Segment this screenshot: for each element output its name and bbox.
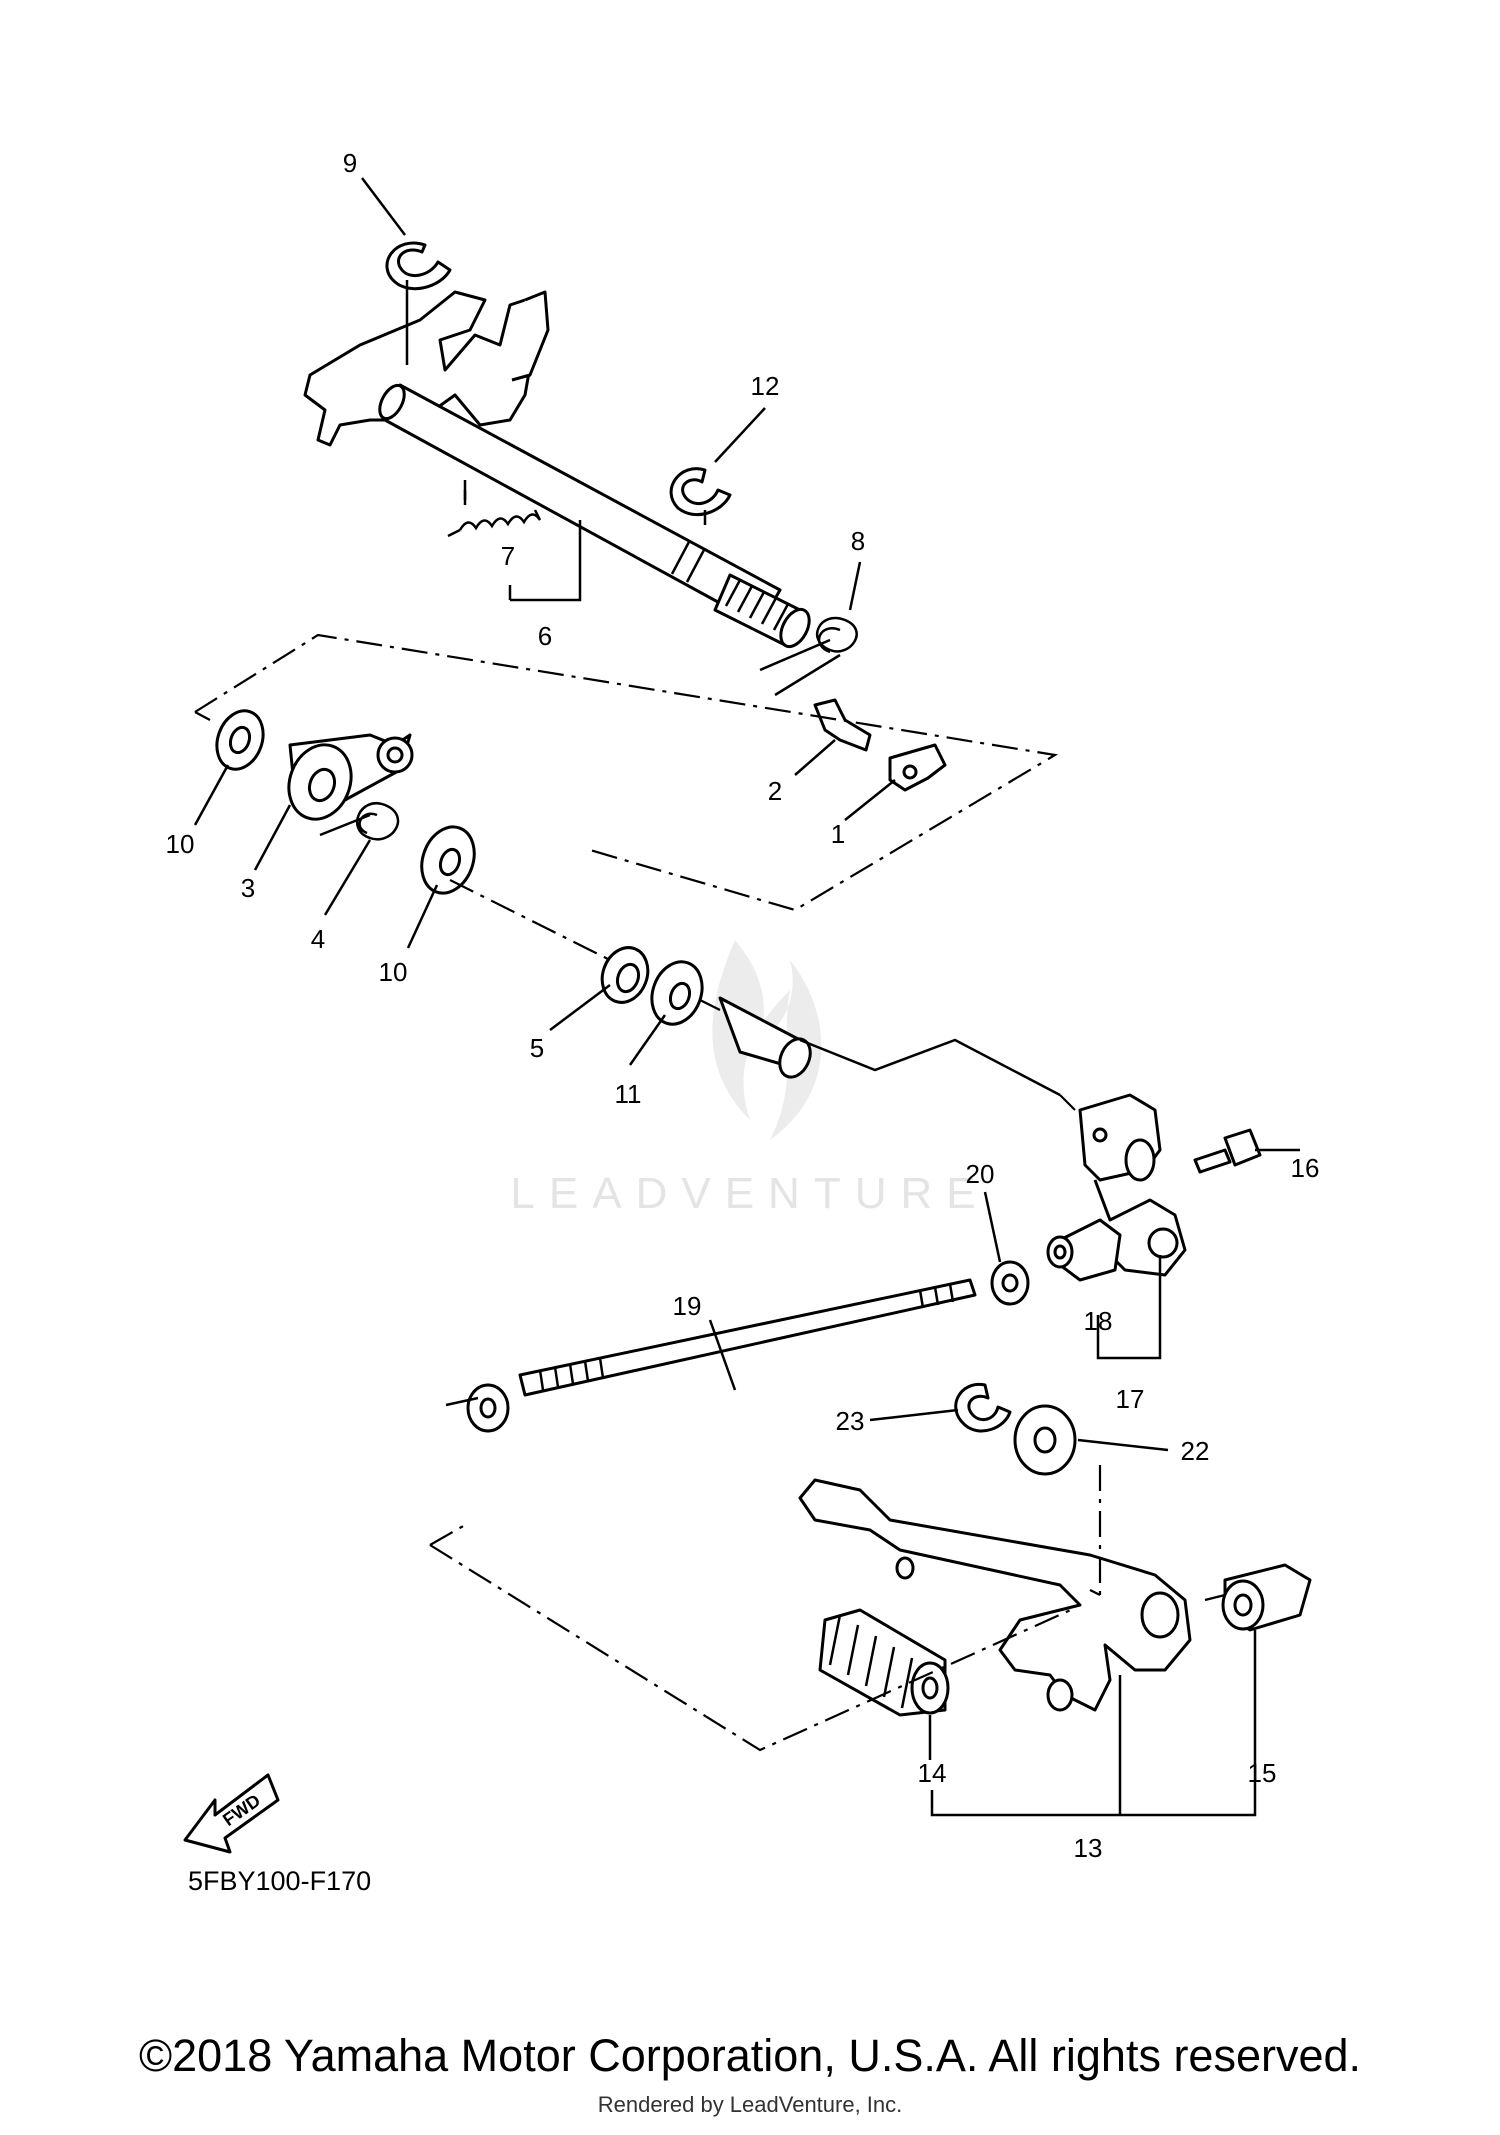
callout-3: 3 (241, 873, 255, 903)
callout-16: 16 (1291, 1153, 1320, 1183)
diagram-code: 5FBY100-F170 (188, 1866, 371, 1896)
shift-rod-assembly (466, 1278, 1077, 1476)
shift-shaft-assembly (303, 241, 947, 792)
shift-arm-assembly (799, 1038, 1262, 1306)
copyright-notice: ©2018 Yamaha Motor Corporation, U.S.A. A… (138, 2030, 1362, 2081)
shift-rod-19 (518, 1278, 977, 1397)
callout-labels: 9 12 8 7 6 2 1 10 3 4 10 5 11 16 20 18 1… (166, 148, 1320, 1863)
callout-9: 9 (343, 148, 357, 178)
callout-21: 20 (966, 1159, 995, 1189)
stopper-lever-assembly (215, 709, 812, 1079)
shift-pedal-assembly (429, 1465, 1312, 1752)
assembly-boundary-lower (429, 1544, 1076, 1752)
callout-22: 22 (1181, 1436, 1210, 1466)
watermark: LEADVENTURE (510, 940, 989, 1218)
assembly-boundary-upper (194, 633, 1059, 912)
callout-1: 1 (831, 819, 845, 849)
torsion-spring-8 (759, 616, 858, 697)
watermark-text: LEADVENTURE (510, 1169, 989, 1218)
callout-23: 23 (836, 1406, 865, 1436)
rendered-by-note: Rendered by LeadVenture, Inc. (597, 2092, 903, 2117)
callout-12: 12 (751, 371, 780, 401)
callout-2: 2 (768, 776, 782, 806)
callout-13: 13 (1074, 1833, 1103, 1863)
shift-pedal-arm (798, 1478, 1192, 1712)
callout-17: 17 (1116, 1384, 1145, 1414)
watermark-logo-icon (712, 940, 822, 1140)
fwd-arrow-icon (183, 1773, 280, 1854)
fwd-arrow: FWD (183, 1773, 280, 1854)
callout-4: 4 (311, 924, 325, 954)
spring-4 (319, 802, 400, 841)
callout-11: 11 (615, 1079, 642, 1109)
callout-19: 19 (673, 1291, 702, 1321)
callout-5: 5 (530, 1033, 544, 1063)
callout-6: 6 (538, 621, 552, 651)
callout-7: 7 (501, 541, 515, 571)
callout-18: 18 (1084, 1306, 1113, 1336)
leader-lines (193, 177, 1300, 1817)
spring-7 (447, 509, 542, 538)
callout-14: 14 (918, 1758, 947, 1788)
callout-10a: 10 (166, 829, 195, 859)
circlip-23 (954, 1382, 1012, 1433)
shift-arm-hook (511, 290, 550, 382)
bolt-16 (1193, 1148, 1232, 1174)
callout-15: 15 (1248, 1758, 1277, 1788)
bolt-16-head (1223, 1128, 1262, 1167)
bolt-2 (813, 698, 872, 752)
callout-8: 8 (851, 526, 865, 556)
circlip-12 (669, 467, 732, 517)
stopper-plate-1 (888, 743, 947, 792)
callout-10b: 10 (379, 957, 408, 987)
circlip-9 (385, 241, 452, 291)
